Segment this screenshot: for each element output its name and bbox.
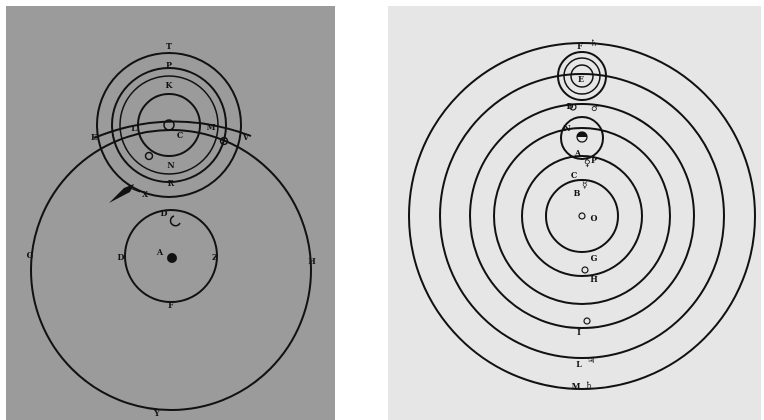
label-x: X: [142, 189, 149, 199]
orbit-5: [522, 156, 642, 276]
label-y: Y: [153, 408, 160, 418]
center-point: [579, 213, 585, 219]
jupiter-symbol: ♃: [587, 356, 595, 366]
label-o: O: [591, 213, 598, 223]
label-l: L: [131, 123, 137, 133]
label-k: K: [166, 80, 174, 90]
comet-shape: [109, 184, 134, 203]
label-h: H: [308, 256, 316, 266]
epicycle-outer: [97, 53, 241, 197]
label-a: A: [574, 148, 582, 158]
label-e-sun-epicycle: E: [578, 74, 584, 84]
right-diagram-panel: F ♄ E D N A P C B O G H I L ♃ M ♄ ♂ ♀ ☿: [388, 6, 761, 420]
label-c: C: [177, 130, 183, 140]
orbit-3: [470, 104, 694, 328]
label-f: F: [168, 300, 174, 310]
label-d: D: [567, 101, 574, 111]
label-c: C: [571, 170, 577, 180]
planet-left: [146, 153, 153, 160]
left-diagram-panel: T P K C N R L M E V G H Y X D A D Z F: [6, 6, 335, 420]
label-g: G: [27, 250, 34, 260]
label-a: A: [156, 247, 164, 257]
label-p: P: [166, 60, 172, 70]
orbit-1: [409, 43, 755, 389]
saturn-symbol-bottom: ♄: [585, 381, 593, 391]
label-n: N: [167, 160, 174, 170]
label-b: B: [574, 188, 581, 198]
planet-h: [582, 267, 588, 273]
label-v: V: [242, 132, 250, 142]
label-m: M: [207, 122, 216, 132]
label-p: P: [591, 155, 597, 165]
center-earth: [167, 253, 177, 263]
orbit-4: [494, 128, 670, 304]
label-r: R: [168, 178, 175, 188]
label-d-top: D: [161, 208, 168, 218]
label-e: E: [91, 132, 97, 142]
left-diagram: T P K C N R L M E V G H Y X D A D Z F: [6, 6, 335, 420]
mars-symbol-d: ♂: [591, 104, 599, 114]
label-g: G: [591, 253, 598, 263]
mercury-symbol: ☿: [582, 181, 588, 191]
moon-crescent: [171, 216, 180, 226]
label-m: M: [572, 381, 581, 391]
label-h: H: [590, 274, 598, 284]
label-top: T: [166, 41, 172, 51]
deferent-circle: [31, 130, 311, 410]
label-i: I: [577, 327, 581, 337]
label-l: L: [576, 359, 582, 369]
label-n: N: [563, 123, 570, 133]
label-f-top: F: [577, 41, 583, 51]
label-d-left: D: [118, 252, 125, 262]
saturn-symbol-top: ♄: [590, 39, 598, 49]
venus-symbol: ♀: [584, 159, 591, 169]
epicycle-inner: [138, 94, 200, 156]
label-z: Z: [212, 252, 218, 262]
planet-i: [584, 318, 590, 324]
right-diagram: F ♄ E D N A P C B O G H I L ♃ M ♄ ♂ ♀ ☿: [388, 6, 761, 420]
